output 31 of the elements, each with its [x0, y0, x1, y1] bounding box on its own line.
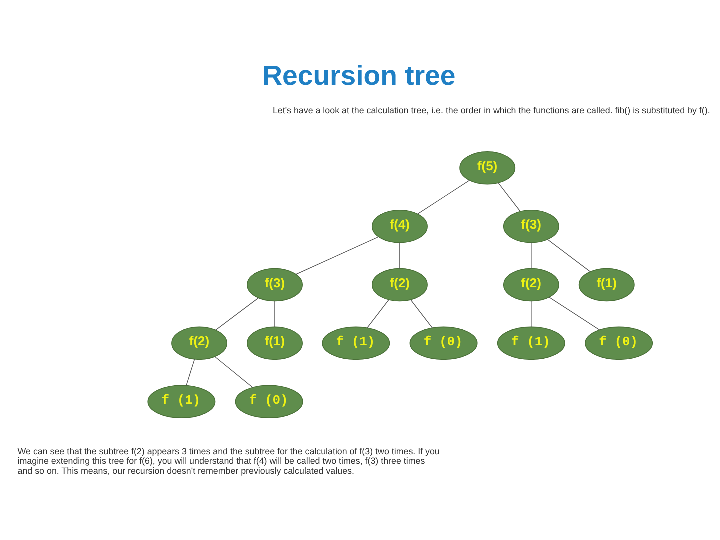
connector	[366, 300, 390, 328]
node-ellipse: f (0)	[585, 326, 654, 360]
node-ellipse: f(2)	[503, 268, 560, 302]
connector	[215, 356, 254, 388]
label: We can see that the subtree f(2) appears 3 times and the subtree for the calculation of f(3) two times. If you imagine extending this tree for f(6), you will understand that f(4) will be called two times, f(3) three times and so on. This means, our recursion doesn't remember previously calculated values.	[18, 446, 440, 476]
node-ellipse: f (0)	[410, 326, 478, 360]
connector	[274, 300, 276, 328]
node-ellipse: f (1)	[148, 385, 216, 418]
node-ellipse: f (1)	[497, 326, 566, 360]
diagram-title: Recursion tree	[262, 60, 456, 91]
connector	[216, 298, 259, 331]
connector	[410, 300, 433, 328]
node-ellipse: f(3)	[247, 268, 303, 302]
node-ellipse: f (0)	[235, 385, 304, 418]
node-ellipse: f(1)	[578, 268, 635, 302]
node-ellipse: f(5)	[460, 152, 516, 185]
label: Let's have a look at the calculation tree, i.e. the order in which the functions are called. fib() is substituted by f().	[272, 106, 710, 116]
node-ellipse: f(2)	[372, 268, 428, 302]
node-ellipse: f(3)	[503, 210, 560, 244]
connector	[418, 180, 470, 215]
connector	[296, 236, 380, 275]
node-ellipse: f (1)	[322, 326, 390, 360]
node-ellipse: f(2)	[172, 326, 228, 360]
connector	[186, 359, 196, 386]
node-ellipse: f(4)	[372, 210, 428, 244]
connector	[498, 182, 521, 212]
connector	[549, 297, 600, 330]
connector	[531, 300, 532, 328]
connector	[547, 239, 591, 272]
connector	[531, 242, 532, 270]
node-ellipse: f(1)	[247, 326, 303, 360]
